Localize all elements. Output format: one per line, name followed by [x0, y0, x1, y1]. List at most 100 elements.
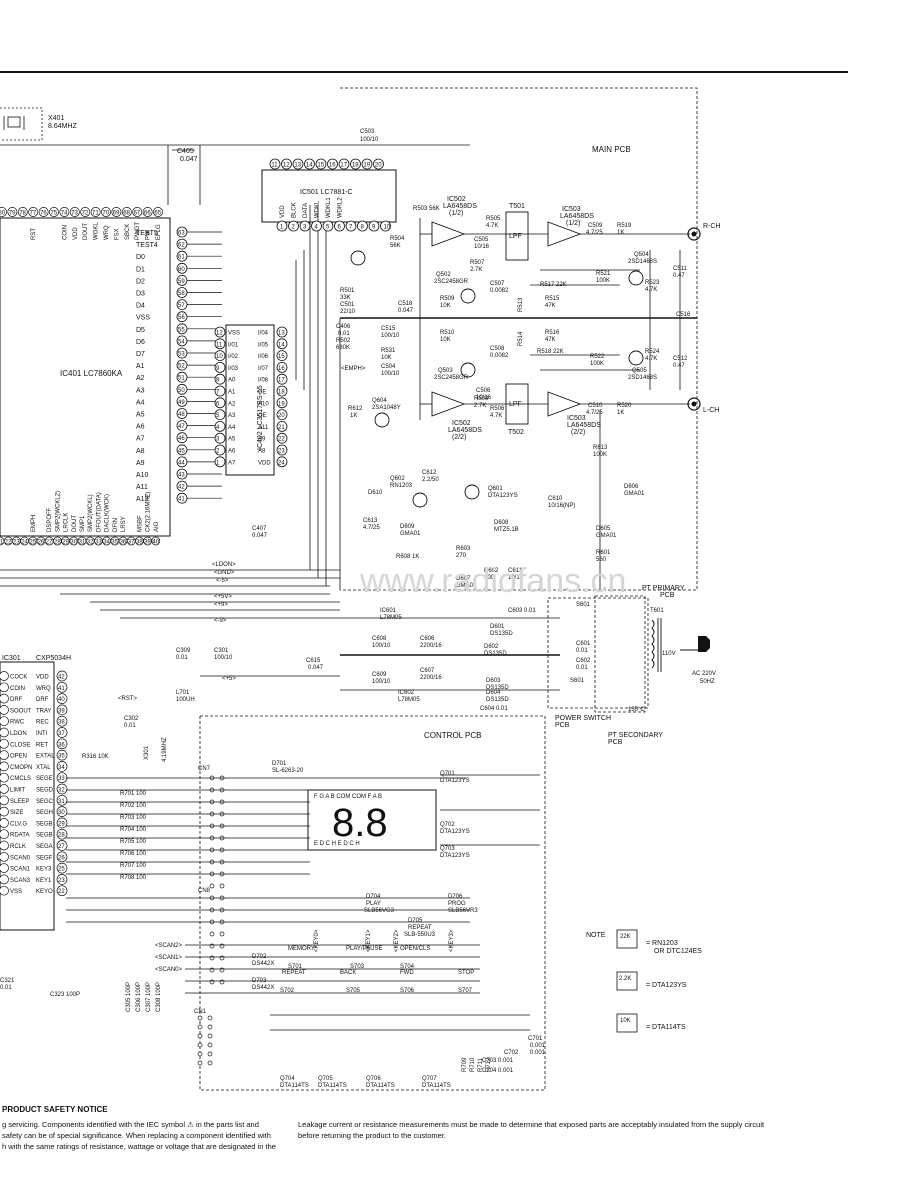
component-label: C511 [673, 266, 688, 272]
ic402-left-pin-name: A6 [228, 449, 236, 455]
ic301-right-pin-name: RET [36, 742, 48, 748]
component-label: C508 [490, 346, 505, 352]
component-label: 100K [593, 452, 607, 458]
ic401-top-pin-number: 66 [144, 211, 151, 217]
board-label: PT SECONDARY [608, 732, 663, 739]
ic402-right-pin-circle [276, 397, 288, 409]
ic301-right-pin-number: 32 [58, 788, 65, 794]
component-label: REPEAT [282, 970, 306, 976]
svg-text:IC402 LC3517BS-15: IC402 LC3517BS-15 [257, 385, 264, 450]
ic301-left-pin-name: COCK [10, 675, 27, 681]
ic301-right-pin-name: SEGA [36, 844, 53, 850]
component-label: R612 [348, 406, 363, 412]
component-label: 1K [617, 230, 624, 236]
component-label: D705 [408, 918, 423, 924]
ic401-pin-name: VSS [136, 315, 150, 322]
component-label: 100UH [176, 697, 195, 703]
component-label: DS135D [486, 685, 509, 691]
component-label: DTA114TS [366, 1083, 395, 1089]
ic301-right-pin-number: 40 [58, 697, 65, 703]
svg-text:E D C H E D C H: E D C H E D C H [314, 841, 360, 847]
ic301-right-pin-circle [56, 749, 68, 761]
ic401-top-pin-circle [90, 207, 101, 217]
component-label: 2200/16 [420, 675, 442, 681]
component-label: DTA114TS [422, 1083, 451, 1089]
component-label: 0.47 [673, 363, 685, 369]
component-label: D602 [484, 644, 499, 650]
ic503b-unit: (2/2) [571, 429, 585, 436]
ic401-pin-number: 49 [178, 400, 185, 406]
ic501-bottom-pin-circle [368, 220, 380, 232]
ic401-top-pin-name: WOKL [94, 222, 100, 240]
ic401-bottom-pin-number: 35 [111, 540, 118, 546]
ic502a-part: LA6458DS [443, 203, 477, 210]
ic301-left-pin-circle [0, 840, 9, 851]
ic301-left-pin-circle [0, 885, 9, 896]
component-label: <GND> [214, 570, 235, 576]
ic401-bottom-pin-number: 27 [46, 540, 53, 546]
lpf-t502: LPF T502 [505, 383, 529, 436]
component-label: C501 [340, 302, 355, 308]
component-label: 2SA1048Y [372, 405, 401, 411]
component-label: S703 [350, 964, 365, 970]
ic301-left-pin-name: CLOSE [10, 742, 30, 748]
board-label: PCB [660, 592, 675, 599]
ic401-top-pin-name: COIN [62, 225, 68, 240]
ic401-top-pin-name: VDD [73, 227, 79, 240]
display-d701: 8.8 F G A B COM COM F A B E D C H E D C … [307, 789, 437, 851]
ic401-bottom-pin-number: 21 [0, 540, 4, 546]
ic301-left-pin-circle [0, 829, 9, 840]
component-label: S601 [570, 678, 585, 684]
component-label: C612 [422, 470, 437, 476]
component-label: SL-6263-20 [272, 768, 304, 774]
ic301-right-pin-circle [56, 670, 68, 682]
ic401-top-pin-number: 79 [9, 211, 16, 217]
ic401-pin-name: TEST5 [136, 230, 158, 237]
ic402-left-pin-circle [214, 350, 226, 362]
component-label: D603 [486, 678, 501, 684]
ic301-right-pin-number: 27 [58, 844, 65, 850]
connector-pin [209, 931, 215, 937]
component-label: 4.7K [645, 287, 657, 293]
component-label: Q503 [438, 368, 453, 374]
component-label: C510 [588, 403, 603, 409]
component-label: DS135D [484, 651, 507, 657]
component-label: <+9> [214, 602, 228, 608]
component-label: D607 [456, 576, 471, 582]
ic301-right-pin-name: TRAY [36, 708, 52, 714]
ic401-bottom-pin-number: 32 [87, 540, 94, 546]
ic401-bottom-pin-number: 26 [38, 540, 45, 546]
ic402-right-pin-number: 23 [278, 449, 285, 455]
ic301-right-pin-circle [56, 817, 68, 829]
bus-lines [0, 144, 697, 691]
svg-text:T501: T501 [509, 203, 525, 210]
ic402-right-pin-number: 15 [278, 354, 285, 360]
ic401-top-pin-number: 72 [82, 211, 89, 217]
svg-text:LPF: LPF [509, 401, 522, 408]
component-label: C704 0.001 [482, 1068, 514, 1074]
ic402-left-pin-number: 9 [216, 366, 220, 372]
connector-pin [197, 1033, 203, 1039]
component-label: 4.7K [645, 356, 657, 362]
ic501-top-pin-number: 13 [294, 163, 301, 169]
ic402-left-pin-number: 12 [216, 331, 223, 337]
component-label: C603 0.01 [508, 608, 536, 614]
component-label: 0.47 [673, 273, 685, 279]
svg-text:10K: 10K [620, 1018, 631, 1024]
ic401-top-pin-number: 70 [102, 211, 109, 217]
component-label: DTA123YS [440, 853, 470, 859]
ic301-left-pin-name: CMOPN [10, 765, 32, 771]
ic401-top-pin-circle [49, 207, 59, 217]
ic501-bottom-pin-number: 10 [384, 225, 391, 231]
ic502a-label: IC502 [447, 196, 466, 203]
ic402-right-pin-circle [276, 326, 288, 338]
ic301-left-pin-circle [0, 795, 9, 806]
component-label: FWD [400, 970, 414, 976]
ic401-bottom-pin-name: LRSY [121, 516, 127, 532]
ic301-left-pin-circle [0, 851, 9, 862]
component-label: DS442X [252, 985, 274, 991]
component-label-rotated: R513 [518, 297, 524, 312]
ic401-top-pin-circle [121, 207, 132, 217]
component-label: C702 [504, 1050, 519, 1056]
ic301-right-pin-name: EXTAL [36, 754, 55, 760]
